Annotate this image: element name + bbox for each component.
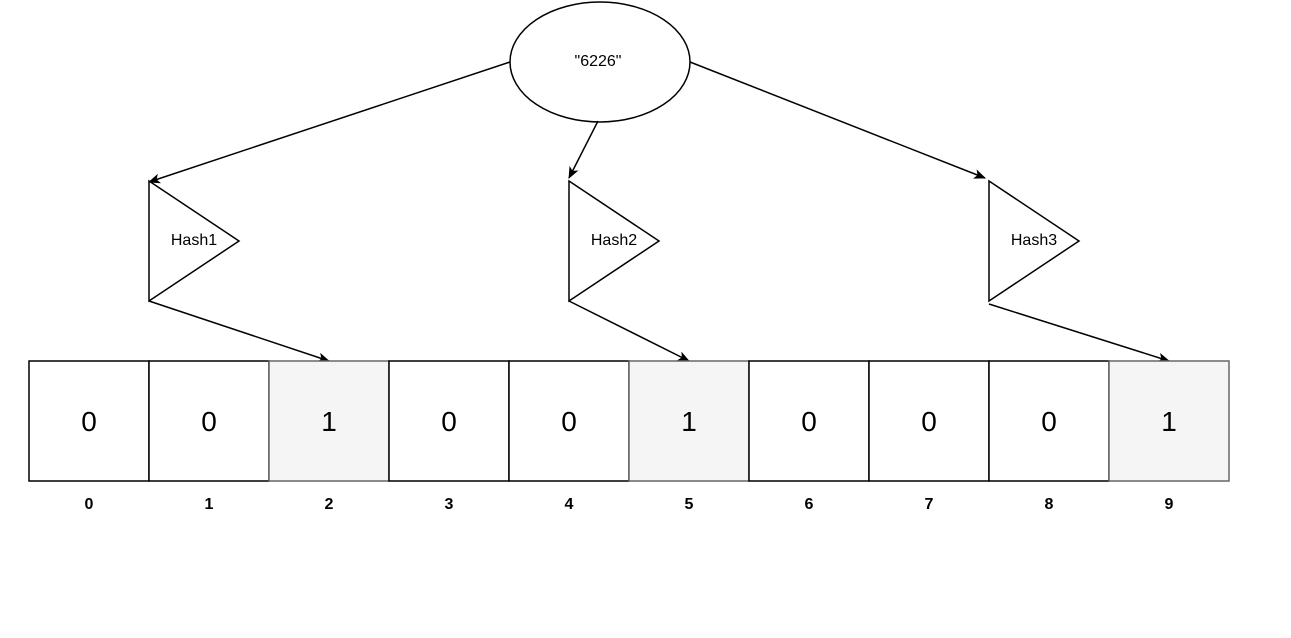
bit-index-label: 2 bbox=[325, 496, 334, 513]
bit-cell: 0 bbox=[868, 360, 990, 482]
hash2-triangle bbox=[568, 179, 661, 303]
hash-function-hash3: Hash3 bbox=[988, 179, 1081, 303]
input-node: "6226" bbox=[509, 1, 691, 123]
edge-hash-to-bit-cell bbox=[568, 300, 690, 362]
bit-cell-box bbox=[748, 360, 870, 482]
bit-cell-box bbox=[268, 360, 390, 482]
bit-index-label: 0 bbox=[85, 496, 94, 513]
bit-index-label: 1 bbox=[205, 496, 214, 513]
bit-cell-box bbox=[508, 360, 630, 482]
bit-index-label: 7 bbox=[925, 496, 934, 513]
edge-hash-to-bit-cell bbox=[148, 300, 330, 363]
bit-cell-box bbox=[388, 360, 510, 482]
bit-cell: 1 bbox=[628, 360, 750, 482]
bit-cell-value: 0 bbox=[81, 406, 97, 437]
bit-cell: 0 bbox=[388, 360, 510, 482]
hash2-label: Hash2 bbox=[591, 232, 637, 249]
bit-cell-value: 1 bbox=[321, 406, 337, 437]
hash-edges bbox=[148, 300, 1170, 363]
bit-index-label: 8 bbox=[1045, 496, 1054, 513]
edge-input-to-hash1 bbox=[148, 61, 511, 184]
bit-cell-box bbox=[628, 360, 750, 482]
bit-index-label: 5 bbox=[685, 496, 694, 513]
bit-cell-value: 0 bbox=[561, 406, 577, 437]
bit-cell: 0 bbox=[988, 360, 1110, 482]
hash-function-hash1: Hash1 bbox=[148, 179, 241, 303]
bit-index-label: 4 bbox=[565, 496, 574, 513]
bit-cell-box bbox=[28, 360, 150, 482]
bit-index-label: 3 bbox=[445, 496, 454, 513]
bit-cell-value: 0 bbox=[801, 406, 817, 437]
input-label: "6226" bbox=[575, 53, 622, 70]
bit-cell-value: 0 bbox=[1041, 406, 1057, 437]
edge-input-to-hash2 bbox=[568, 120, 599, 179]
hash3-label: Hash3 bbox=[1011, 232, 1057, 249]
bit-cell: 0 bbox=[148, 360, 270, 482]
bit-cell-value: 0 bbox=[921, 406, 937, 437]
bit-cell-box bbox=[988, 360, 1110, 482]
bit-index-label: 6 bbox=[805, 496, 814, 513]
bit-cell: 1 bbox=[1108, 360, 1230, 482]
bit-cell-value: 1 bbox=[681, 406, 697, 437]
bit-cell: 0 bbox=[748, 360, 870, 482]
bit-cell-box bbox=[1108, 360, 1230, 482]
input-edges bbox=[148, 61, 986, 184]
bit-array: 0 0 1 0 0 1 0 0 0 1 bbox=[28, 360, 1230, 482]
bit-cell-box bbox=[148, 360, 270, 482]
index-labels: 0 1 2 3 4 5 6 7 8 9 bbox=[85, 496, 1174, 513]
bit-cell: 0 bbox=[28, 360, 150, 482]
edge-input-to-hash3 bbox=[689, 61, 986, 179]
hash-function-hash2: Hash2 bbox=[568, 179, 661, 303]
bit-cell-value: 0 bbox=[201, 406, 217, 437]
bit-cell-value: 1 bbox=[1161, 406, 1177, 437]
bit-cell: 1 bbox=[268, 360, 390, 482]
hash1-label: Hash1 bbox=[171, 232, 217, 249]
hash1-triangle bbox=[148, 179, 241, 303]
hash3-triangle bbox=[988, 179, 1081, 303]
bit-index-label: 9 bbox=[1165, 496, 1174, 513]
bit-cell-value: 0 bbox=[441, 406, 457, 437]
bit-cell: 0 bbox=[508, 360, 630, 482]
edge-hash-to-bit-cell bbox=[988, 303, 1170, 363]
